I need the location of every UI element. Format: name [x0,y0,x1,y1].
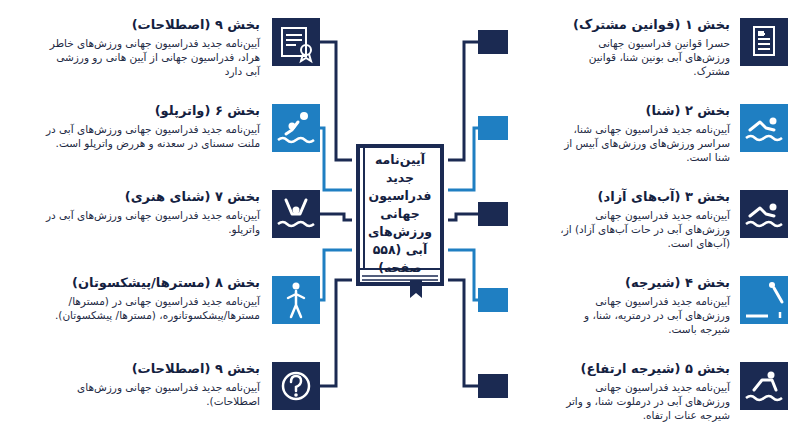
section-title: بخش ۹ (اصطلاحات) [44,360,260,378]
section-icon [740,104,788,152]
section-description: آیین‌نامه جدید فدراسیون جهانی ورزش‌های آ… [44,122,260,150]
section-title: بخش ۹ (اصطلاحات) [44,16,260,34]
section-item: بخش ۹ (اصطلاحات) آیین‌نامه جدید فدراسیون … [40,10,320,86]
section-title: بخش ۷ (شنای هنری) [44,188,260,206]
section-icon [272,18,320,66]
section-item: بخش ۵ (شیرجه ارتفاع) آیین‌نامه جدید فدراس… [478,354,788,430]
section-item: بخش ۷ (شنای هنری) آیین‌نامه جدید فدراسیون… [40,182,320,258]
section-description: آیین‌نامه جدید فدراسیون جهانی شنا، سراسر… [560,122,730,164]
connector-line [320,214,352,220]
section-title: بخش ۵ (شیرجه ارتفاع) [560,360,730,378]
section-title: بخش ۴ (شیرجه) [560,274,730,292]
section-icon [740,362,788,410]
section-description: آیین‌نامه جدید فدراسیون جهانی ورزش‌های آ… [560,294,730,336]
section-item: بخش ۲ (شنا) آیین‌نامه جدید فدراسیون جهانی… [478,96,788,172]
connector-tab [478,30,508,54]
section-icon [272,362,320,410]
section-title: بخش ۳ (آب‌های آزاد) [560,188,730,206]
section-description: آیین‌نامه جدید فدراسیون جهانی ورزش‌های آ… [560,208,730,250]
section-icon [740,276,788,324]
connector-line [320,128,352,190]
section-item: بخش ۸ (مسترها/پیشکسوتان) آیین‌نامه جدید ف… [40,268,320,344]
connector-tab [478,116,508,140]
section-description: حسرا قوانین فدراسیون جهانی ورزش‌های آبی … [560,36,730,78]
connector-line [320,280,352,386]
section-description: آیین‌نامه جدید فدراسیون جهانی در (مسترها… [44,294,260,322]
section-icon [272,190,320,238]
section-title: بخش ۶ (واترپلو) [44,102,260,120]
section-item: بخش ۹ (اصطلاحات) آیین‌نامه جدید فدراسیون … [40,354,320,430]
section-description: آیین‌نامه جدید فدراسیون جهانی ورزش‌های ا… [44,380,260,408]
connector-line [448,128,478,190]
section-icon [740,190,788,238]
section-description: آیین‌نامه جدید فدراسیون جهانی ورزش‌های آ… [44,208,260,236]
book-node: آیین‌نامه جدید فدراسیون جهانی ورزش‌های آ… [352,140,448,300]
section-item: بخش ۶ (واترپلو) آیین‌نامه جدید فدراسیون ج… [40,96,320,172]
section-title: بخش ۱ (قوانین مشترک) [560,16,730,34]
connector-tab [478,202,508,226]
section-description: آیین‌نامه جدید فدراسیون جهانی ورزش‌های خ… [44,36,260,78]
section-icon [272,276,320,324]
connector-line [448,280,478,386]
section-item: بخش ۱ (قوانین مشترک) حسرا قوانین فدراسیون… [478,10,788,86]
section-description: آیین‌نامه جدید فدراسیون جهانی ورزش‌های آ… [560,380,730,422]
section-item: بخش ۴ (شیرجه) آیین‌نامه جدید فدراسیون جها… [478,268,788,344]
connector-tab [478,288,508,312]
connector-tab [478,374,508,398]
section-title: بخش ۲ (شنا) [560,102,730,120]
book-title: آیین‌نامه جدید فدراسیون جهانی ورزش‌های آ… [362,151,438,277]
section-title: بخش ۸ (مسترها/پیشکسوتان) [44,274,260,292]
connector-line [448,214,478,220]
section-icon [272,104,320,152]
section-item: بخش ۳ (آب‌های آزاد) آیین‌نامه جدید فدراسی… [478,182,788,258]
section-icon [740,18,788,66]
